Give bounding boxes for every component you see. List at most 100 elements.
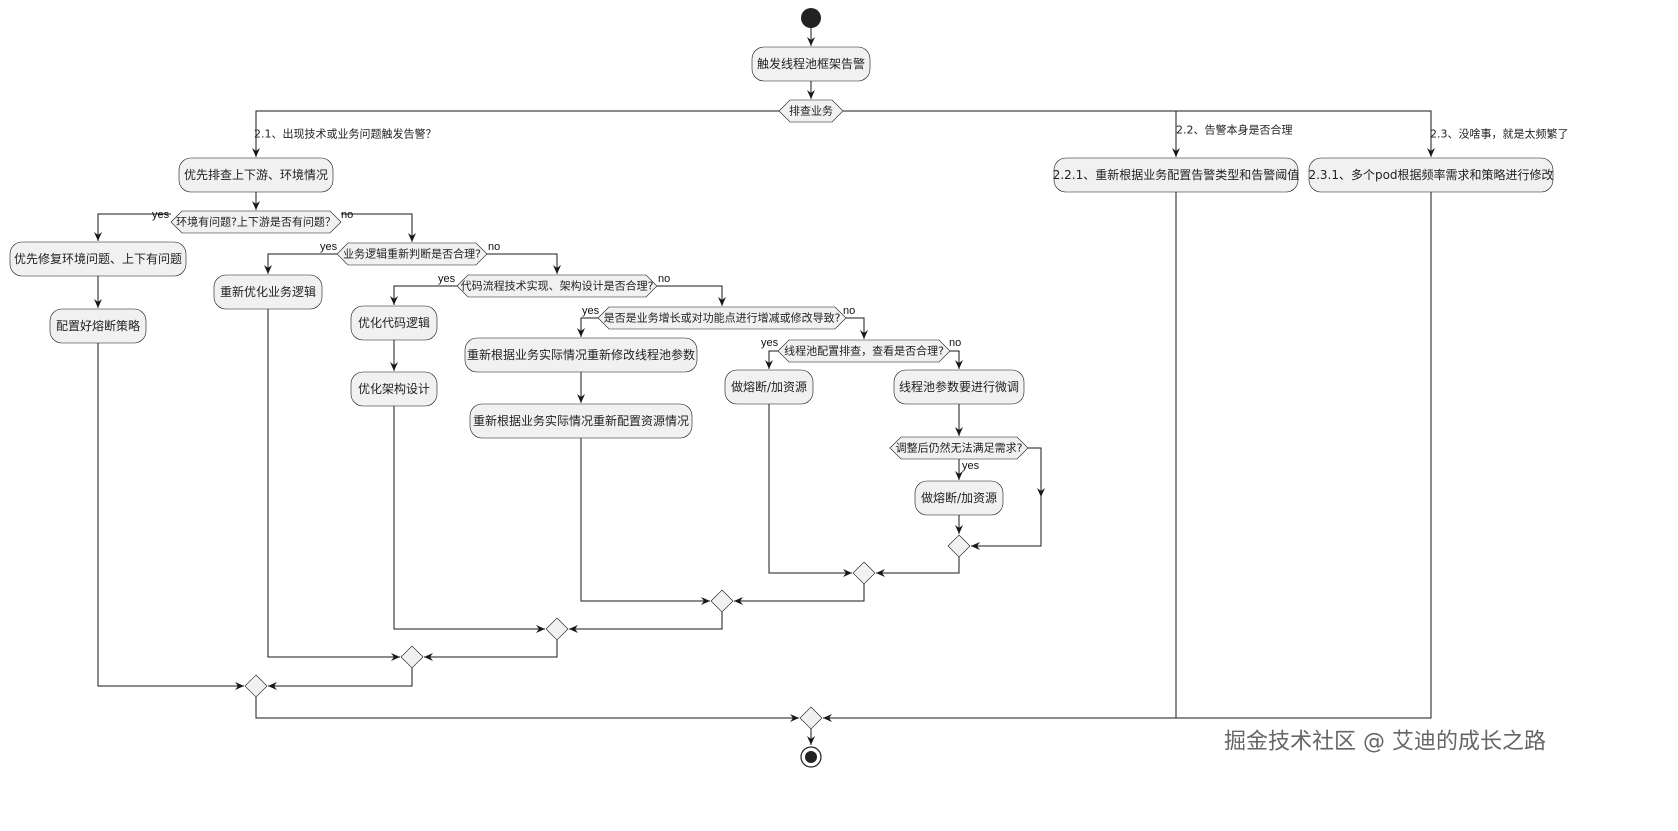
decision-check-business: 排查业务 xyxy=(778,99,844,123)
node-fine-tune-pool: 线程池参数要进行微调 xyxy=(893,369,1025,405)
decision-pool-config: 线程池配置排查，查看是否合理? xyxy=(777,339,951,363)
node-optimize-arch-box xyxy=(350,371,438,407)
edge-biz-yes xyxy=(264,253,337,274)
node-trigger-alert-box xyxy=(751,46,871,82)
edge-merge-5 xyxy=(268,668,413,690)
decision-growth-shape xyxy=(597,306,847,330)
edge-biz-no xyxy=(487,253,561,274)
decision-biz-logic: 业务逻辑重新判断是否合理? xyxy=(336,242,488,266)
decision-biz-logic-label: 业务逻辑重新判断是否合理? xyxy=(343,247,481,261)
merge-final xyxy=(799,706,823,730)
edge-env-no xyxy=(341,213,416,242)
decision-still-unmet: 调整后仍然无法满足需求? xyxy=(889,436,1029,460)
merge-env xyxy=(244,674,268,698)
node-reconfig-alert-label: 2.2.1、重新根据业务配置告警类型和告警阈值 xyxy=(1053,167,1300,182)
no-label-biz: no xyxy=(488,241,500,253)
node-circuit-add-resource-2: 做熔断/加资源 xyxy=(914,480,1004,516)
yes-label-unmet: yes xyxy=(962,460,980,472)
edge-unmet-no-merge xyxy=(971,497,1042,550)
decision-code-arch-label: 代码流程技术实现、架构设计是否合理? xyxy=(461,279,654,293)
merge-growth xyxy=(710,589,734,613)
decision-env-question: 环境有问题?上下游是否有问题？ xyxy=(170,210,342,234)
node-circuit-add-resource-2-label: 做熔断/加资源 xyxy=(921,490,997,505)
edge-modify-pod xyxy=(1176,192,1432,719)
edge-code-no xyxy=(657,285,726,306)
decision-pool-config-shape xyxy=(777,339,951,363)
labels: 2.1、出现技术或业务问题触发告警？ 2.2、告警本身是否合理 2.3、没啥事，就是… xyxy=(152,123,1569,755)
end-node-dot xyxy=(805,751,817,763)
yes-label-biz: yes xyxy=(320,241,338,253)
node-optimize-code: 优化代码逻辑 xyxy=(350,305,438,341)
branch-label-21: 2.1、出现技术或业务问题触发告警？ xyxy=(254,127,437,141)
decision-env-question-shape xyxy=(170,210,342,234)
edge-reconfig xyxy=(580,438,710,605)
node-reconfig-resources-box xyxy=(469,403,693,439)
no-label-code: no xyxy=(658,273,670,285)
node-fine-tune-pool-label: 线程池参数要进行微调 xyxy=(899,379,1019,394)
end-node xyxy=(800,746,822,768)
node-optimize-arch-label: 优化架构设计 xyxy=(358,381,430,396)
edge-branch-21 xyxy=(252,110,779,157)
merge-biz-logic xyxy=(400,645,424,669)
node-modify-pool-params-box xyxy=(464,337,698,373)
decision-pool-config-label: 线程池配置排查，查看是否合理? xyxy=(784,344,944,358)
edge-pool-yes xyxy=(765,350,778,369)
edge-merge-3 xyxy=(569,612,723,633)
decision-code-arch-shape xyxy=(456,274,658,298)
branch-label-23: 2.3、没啥事，就是太频繁了 xyxy=(1430,127,1569,141)
node-circuit-add-resource-1-label: 做熔断/加资源 xyxy=(731,379,807,394)
node-fix-env: 优先修复环境问题、上下有问题 xyxy=(9,241,187,277)
node-modify-pool-params-label: 重新根据业务实际情况重新修改线程池参数 xyxy=(467,347,695,362)
node-fine-tune-pool-box xyxy=(893,369,1025,405)
edges xyxy=(94,28,1435,745)
node-optimize-arch: 优化架构设计 xyxy=(350,371,438,407)
node-check-upstream-env-label: 优先排查上下游、环境情况 xyxy=(184,167,328,182)
decision-growth: 是否是业务增长或对功能点进行增减或修改导致? xyxy=(597,306,847,330)
edge-optimize-arch xyxy=(393,406,545,633)
merge-code-arch xyxy=(545,617,569,641)
node-circuit-add-resource-1-box xyxy=(724,369,814,405)
watermark: 掘金技术社区 @ 艾迪的成长之路 xyxy=(1224,730,1546,755)
node-modify-pod-label: 2.3.1、多个pod根据频率需求和策略进行修改 xyxy=(1308,167,1553,182)
edge-merge-4 xyxy=(424,640,558,661)
merge-pool-config xyxy=(852,561,876,585)
node-reconfig-alert-box xyxy=(1053,157,1299,193)
node-fix-env-label: 优先修复环境问题、上下有问题 xyxy=(14,251,182,266)
node-circuit-add-resource-2-box xyxy=(914,480,1004,516)
node-modify-pod-box xyxy=(1308,157,1554,193)
edge-circuit-breaker xyxy=(97,343,244,690)
yes-label-growth: yes xyxy=(582,305,600,317)
node-check-upstream-env-box xyxy=(178,157,334,193)
node-reconfig-alert: 2.2.1、重新根据业务配置告警类型和告警阈值 xyxy=(1053,157,1300,193)
node-circuit-add-resource-1: 做熔断/加资源 xyxy=(724,369,814,405)
edge-branch-23 xyxy=(1176,110,1435,157)
decision-still-unmet-shape xyxy=(889,436,1029,460)
branch-label-22: 2.2、告警本身是否合理 xyxy=(1176,123,1293,137)
nodes: 触发线程池框架告警排查业务优先排查上下游、环境情况环境有问题?上下游是否有问题？… xyxy=(9,8,1554,768)
decision-growth-label: 是否是业务增长或对功能点进行增减或修改导致? xyxy=(604,311,841,325)
decision-check-business-shape xyxy=(778,99,844,123)
edge-unmet-no xyxy=(1028,447,1045,497)
node-trigger-alert-label: 触发线程池框架告警 xyxy=(757,56,865,71)
node-optimize-code-label: 优化代码逻辑 xyxy=(358,316,430,330)
edge-branch-22 xyxy=(843,110,1180,157)
yes-label-env: yes xyxy=(152,209,170,221)
edge-optimize-biz xyxy=(267,309,400,661)
no-label-growth: no xyxy=(843,305,855,317)
node-optimize-code-box xyxy=(350,305,438,341)
node-config-circuit-breaker-box xyxy=(49,308,147,344)
node-check-upstream-env: 优先排查上下游、环境情况 xyxy=(178,157,334,193)
node-modify-pool-params: 重新根据业务实际情况重新修改线程池参数 xyxy=(464,337,698,373)
yes-label-code: yes xyxy=(438,273,456,285)
edge-circuit-1 xyxy=(768,404,852,577)
no-label-pool: no xyxy=(949,337,961,349)
edge-growth-no xyxy=(846,317,868,339)
no-label-env: no xyxy=(341,209,353,221)
node-optimize-biz-logic-label: 重新优化业务逻辑 xyxy=(220,284,316,299)
node-modify-pod: 2.3.1、多个pod根据频率需求和策略进行修改 xyxy=(1308,157,1554,193)
decision-still-unmet-label: 调整后仍然无法满足需求? xyxy=(896,441,1023,455)
edge-growth-yes xyxy=(577,317,598,337)
node-trigger-alert: 触发线程池框架告警 xyxy=(751,46,871,82)
node-optimize-biz-logic: 重新优化业务逻辑 xyxy=(213,274,323,310)
